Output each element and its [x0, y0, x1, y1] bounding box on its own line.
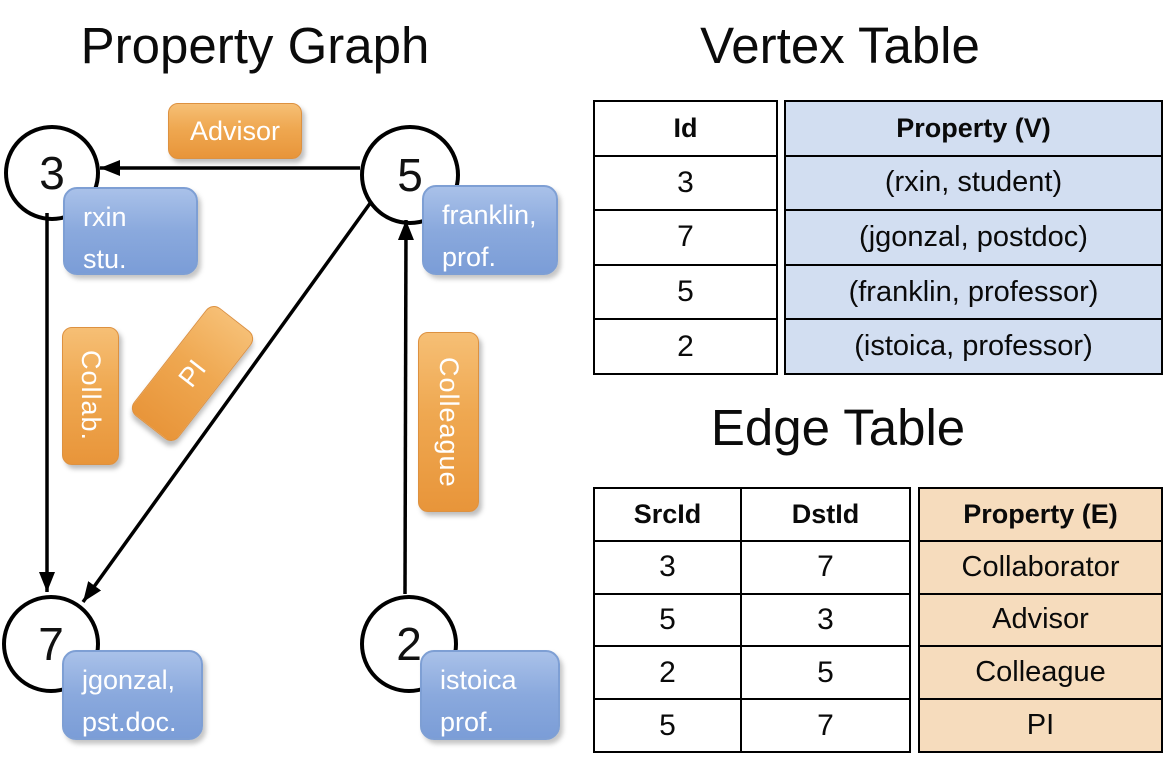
table-row: Collaborator — [920, 539, 1161, 593]
vertex-property-box-rxin: rxin stu. — [63, 187, 198, 275]
vertex-property-cell: (jgonzal, postdoc) — [786, 211, 1161, 264]
vertex-property-header: Property (V) — [786, 102, 1161, 155]
table-row: 3 7 — [595, 539, 909, 593]
vertex-property-box-istoica: istoica prof. — [420, 650, 560, 740]
node-2-id: 2 — [396, 618, 422, 670]
vertex-id-cell: 3 — [677, 165, 694, 199]
edge-src-cell: 5 — [659, 602, 676, 636]
table-row: Colleague — [920, 645, 1161, 699]
vertex-table-id-column: Id 3 7 5 2 — [593, 100, 778, 375]
table-row: 3 — [595, 154, 776, 210]
table-row: 2 5 — [595, 645, 909, 699]
graph-node-5: 5 — [360, 125, 460, 225]
rxin-line2: stu. — [83, 243, 127, 274]
colleague-label-text: Colleague — [434, 356, 464, 488]
franklin-line1: franklin, — [442, 200, 537, 230]
istoica-line1: istoica — [440, 665, 517, 695]
table-row: (franklin, professor) — [786, 263, 1161, 319]
property-graph-title: Property Graph — [80, 17, 430, 74]
rxin-line1: rxin — [83, 202, 127, 232]
edge-property-cell: Advisor — [920, 594, 1161, 646]
edge-label-advisor: Advisor — [168, 103, 302, 159]
jgonzal-line2: pst.doc. — [82, 706, 177, 737]
vertex-table-title: Vertex Table — [700, 17, 980, 74]
vertex-id-header: Id — [673, 112, 698, 143]
vertex-id-cell: 2 — [677, 329, 694, 363]
franklin-line2: prof. — [442, 241, 497, 272]
edge-dst-cell: 3 — [740, 594, 909, 646]
table-row: 2 — [595, 318, 776, 373]
edge-property-header: Property (E) — [920, 489, 1161, 540]
edge-label-colleague: Colleague — [418, 332, 479, 512]
vertex-property-cell: (franklin, professor) — [786, 265, 1161, 319]
edge-table-title: Edge Table — [710, 399, 966, 456]
table-row: PI — [920, 698, 1161, 751]
edge-dst-cell: 7 — [740, 700, 909, 751]
edge-src-cell: 3 — [659, 550, 676, 584]
table-row: (rxin, student) — [786, 154, 1161, 210]
edge-property-cell: Colleague — [920, 647, 1161, 699]
edge-dst-header: DstId — [740, 489, 909, 540]
table-row: 5 3 — [595, 592, 909, 646]
vertex-property-cell: (istoica, professor) — [786, 320, 1161, 373]
edge-src-cell: 5 — [659, 708, 676, 742]
node-7-id: 7 — [38, 618, 64, 670]
pi-label-text: PI — [172, 353, 212, 393]
edge-label-pi: PI — [127, 301, 258, 446]
jgonzal-line1: jgonzal, — [82, 665, 176, 695]
graph-node-3: 3 — [4, 125, 100, 221]
table-row: 7 — [595, 209, 776, 264]
node-3-id: 3 — [39, 147, 65, 199]
table-row: (jgonzal, postdoc) — [786, 209, 1161, 264]
istoica-line2: prof. — [440, 706, 495, 737]
vertex-property-cell: (rxin, student) — [786, 156, 1161, 210]
vertex-property-box-jgonzal: jgonzal, pst.doc. — [62, 650, 203, 740]
vertex-table-property-column: Property (V) (rxin, student) (jgonzal, p… — [784, 100, 1163, 375]
edge-property-cell: PI — [920, 700, 1161, 751]
edge-dst-cell: 5 — [740, 647, 909, 699]
edge-src-header: SrcId — [633, 498, 702, 529]
collab-label-text: Collab. — [76, 350, 106, 442]
advisor-label-text: Advisor — [189, 115, 281, 146]
edge-property-cell: Collaborator — [920, 541, 1161, 593]
vertex-property-box-franklin: franklin, prof. — [422, 185, 558, 275]
edge-src-cell: 2 — [659, 655, 676, 689]
edge-label-collab: Collab. — [62, 327, 119, 465]
vertex-id-cell: 5 — [677, 275, 694, 309]
edge-2-to-5-colleague — [397, 219, 414, 595]
table-row: 5 7 — [595, 698, 909, 751]
vertex-id-cell: 7 — [677, 220, 694, 254]
table-row: 5 — [595, 263, 776, 319]
edge-dst-cell: 7 — [740, 541, 909, 593]
edge-table-property-column: Property (E) Collaborator Advisor Collea… — [918, 487, 1163, 753]
edge-table-id-columns: SrcId DstId 3 7 5 3 2 5 5 7 — [593, 487, 911, 753]
node-5-id: 5 — [397, 149, 423, 201]
table-row: (istoica, professor) — [786, 318, 1161, 373]
table-row: Advisor — [920, 592, 1161, 646]
